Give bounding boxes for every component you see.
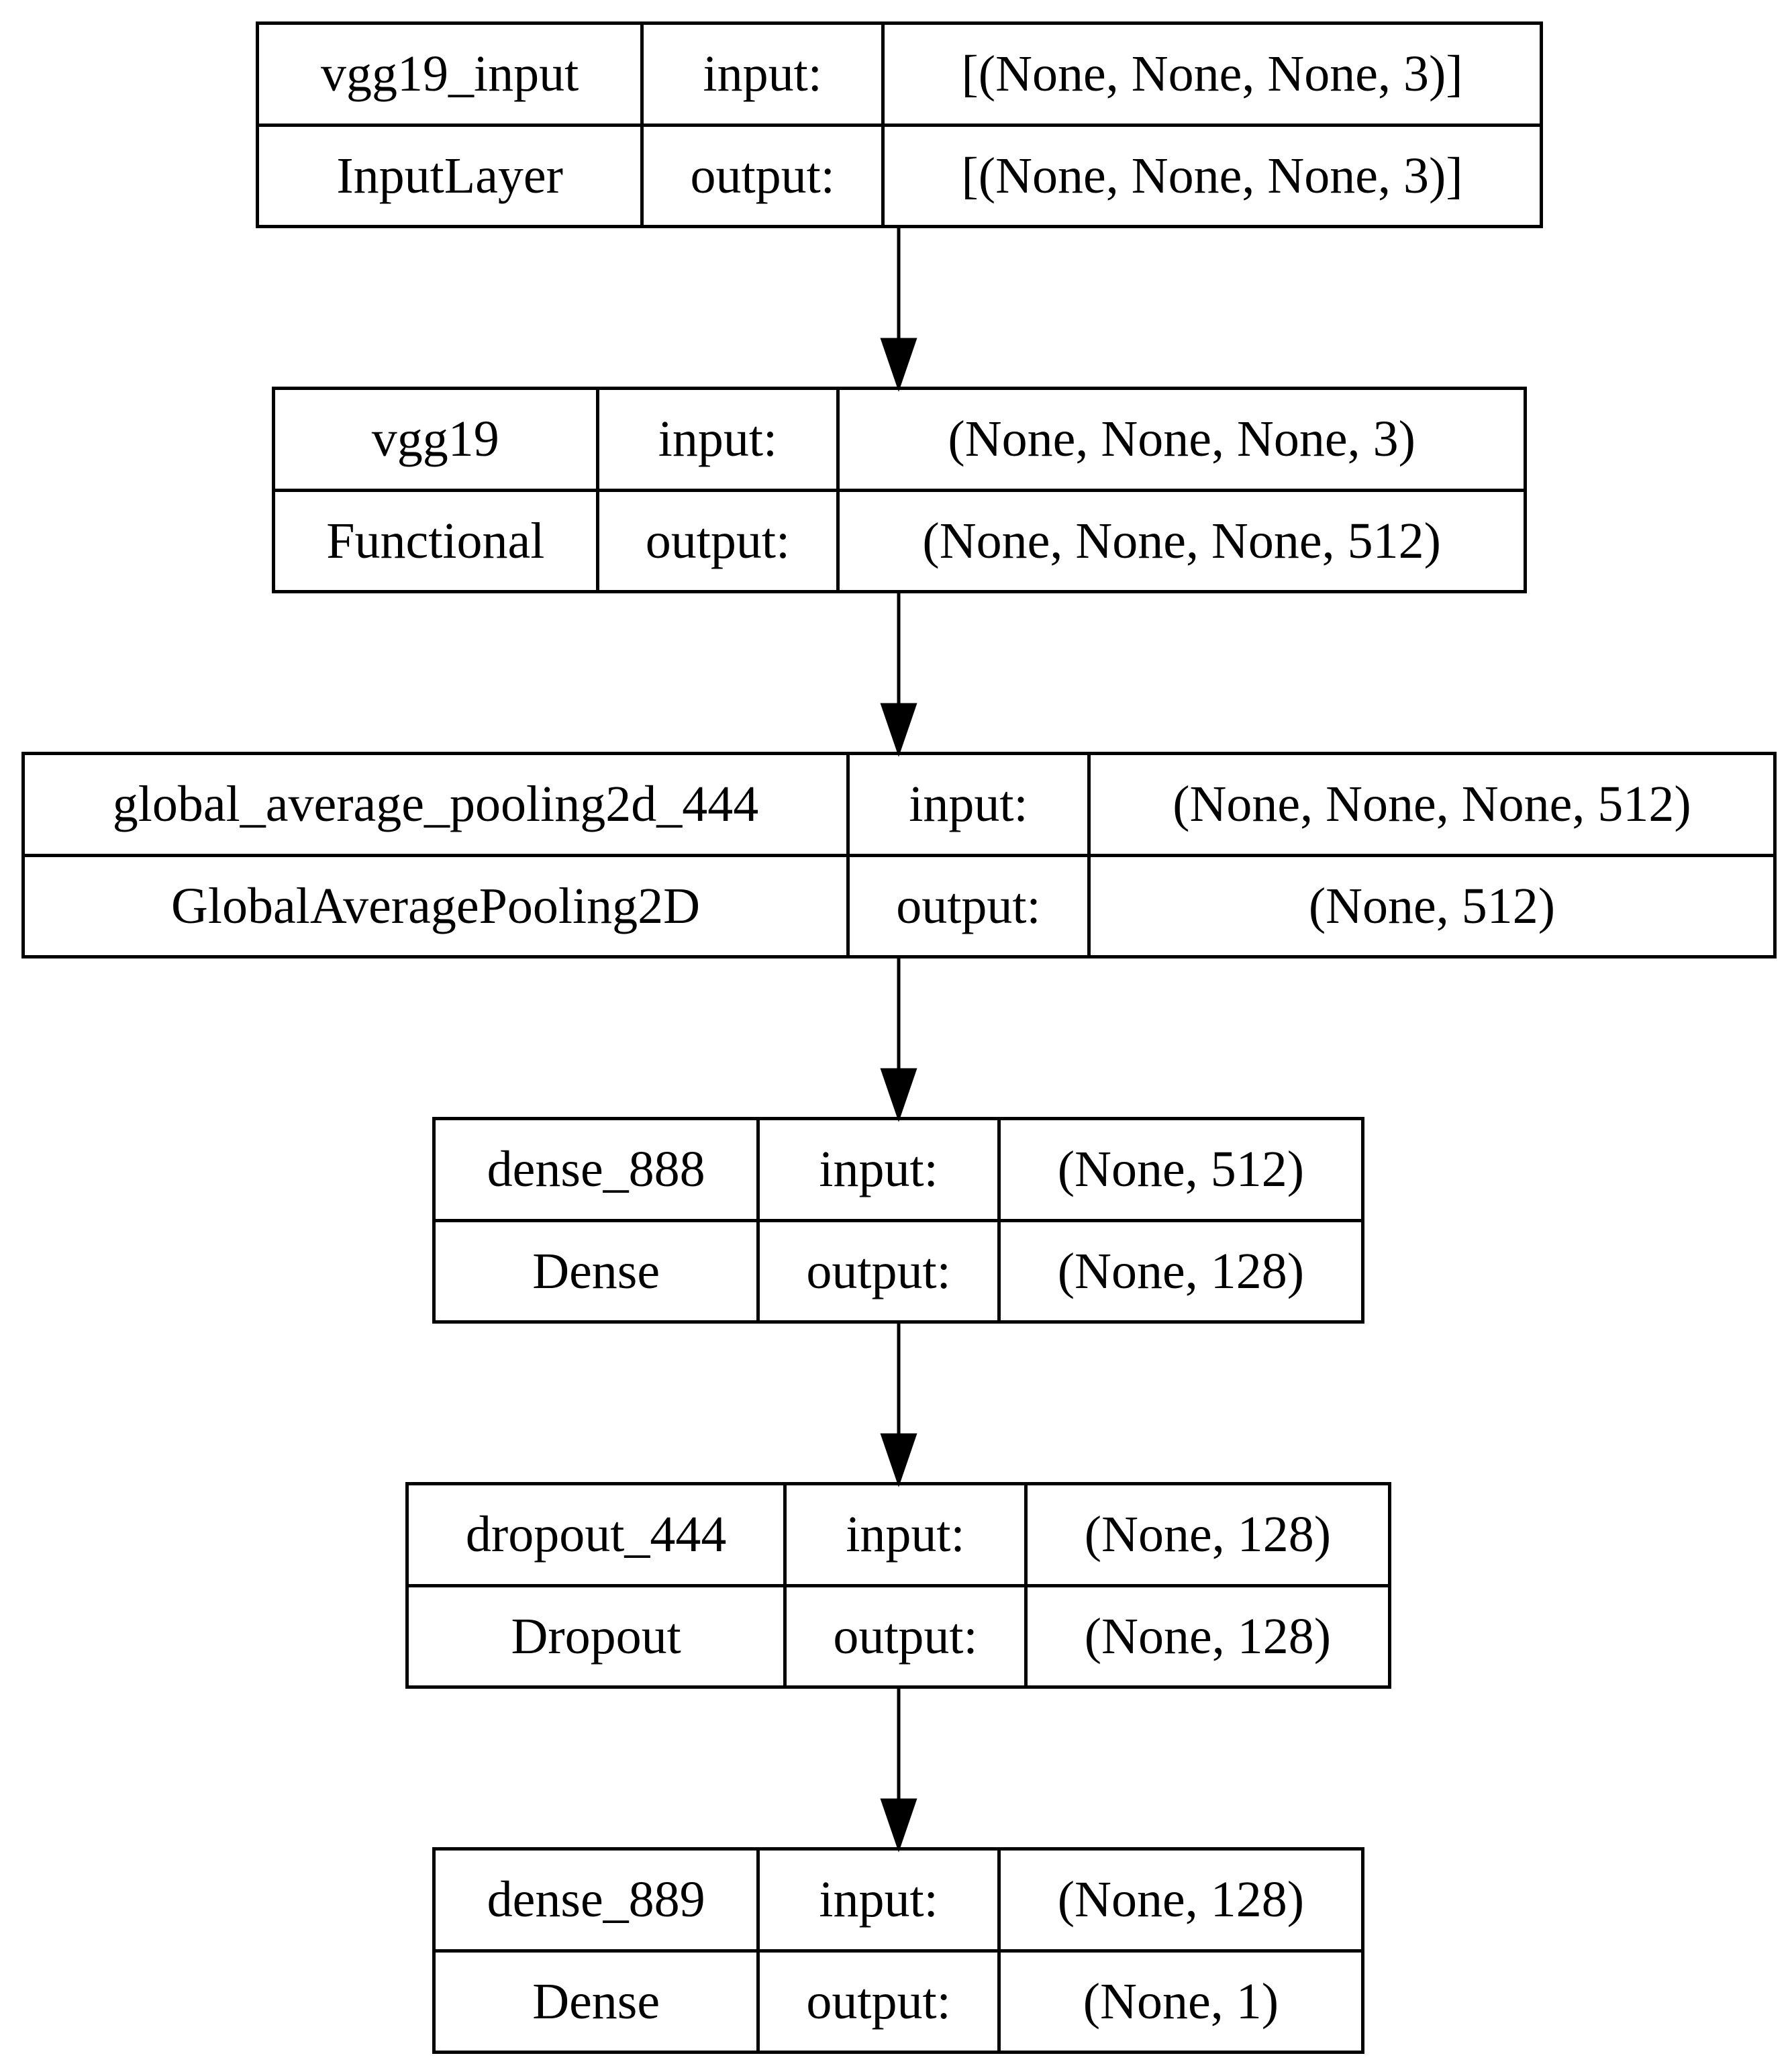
input-shape: (None, None, None, 512) xyxy=(1087,752,1777,857)
edge-arrow xyxy=(880,225,917,392)
edge-arrow xyxy=(880,955,917,1122)
arrowhead xyxy=(880,1433,917,1487)
arrowhead xyxy=(880,1798,917,1853)
layer-name: dropout_444 xyxy=(405,1482,787,1587)
input-shape: [(None, None, None, 3)] xyxy=(881,21,1543,127)
output-shape: (None, 512) xyxy=(1087,853,1777,958)
output-shape: (None, 1) xyxy=(997,1949,1365,2054)
arrowhead xyxy=(880,1068,917,1122)
layer-type: Dense xyxy=(432,1218,760,1324)
input-shape: (None, 128) xyxy=(1024,1482,1392,1587)
input-label: input: xyxy=(640,21,885,127)
input-label: input: xyxy=(756,1117,1001,1222)
arrowhead xyxy=(880,338,917,392)
output-shape: [(None, None, None, 3)] xyxy=(881,123,1543,228)
output-label: output: xyxy=(756,1218,1001,1324)
output-shape: (None, 128) xyxy=(997,1218,1365,1324)
layer-name: dense_888 xyxy=(432,1117,760,1222)
input-shape: (None, 512) xyxy=(997,1117,1365,1222)
input-label: input: xyxy=(595,387,840,492)
input-shape: (None, 128) xyxy=(997,1847,1365,1953)
layer-type: Dense xyxy=(432,1949,760,2054)
layer-type: InputLayer xyxy=(255,123,644,228)
layer-type: GlobalAveragePooling2D xyxy=(21,853,850,958)
layer-type: Functional xyxy=(272,488,599,593)
input-label: input: xyxy=(783,1482,1028,1587)
output-shape: (None, 128) xyxy=(1024,1583,1392,1689)
output-label: output: xyxy=(783,1583,1028,1689)
edge-arrow xyxy=(880,1685,917,1853)
edge-arrow xyxy=(880,1320,917,1487)
output-shape: (None, None, None, 512) xyxy=(836,488,1527,593)
edge-arrow xyxy=(880,590,917,757)
input-label: input: xyxy=(756,1847,1001,1953)
layer-name: vgg19 xyxy=(272,387,599,492)
output-label: output: xyxy=(756,1949,1001,2054)
layer-name: vgg19_input xyxy=(255,21,644,127)
layer-name: global_average_pooling2d_444 xyxy=(21,752,850,857)
output-label: output: xyxy=(640,123,885,228)
arrowhead xyxy=(880,703,917,757)
input-shape: (None, None, None, 3) xyxy=(836,387,1527,492)
layer-name: dense_889 xyxy=(432,1847,760,1953)
output-label: output: xyxy=(595,488,840,593)
layer-type: Dropout xyxy=(405,1583,787,1689)
output-label: output: xyxy=(846,853,1091,958)
input-label: input: xyxy=(846,752,1091,857)
